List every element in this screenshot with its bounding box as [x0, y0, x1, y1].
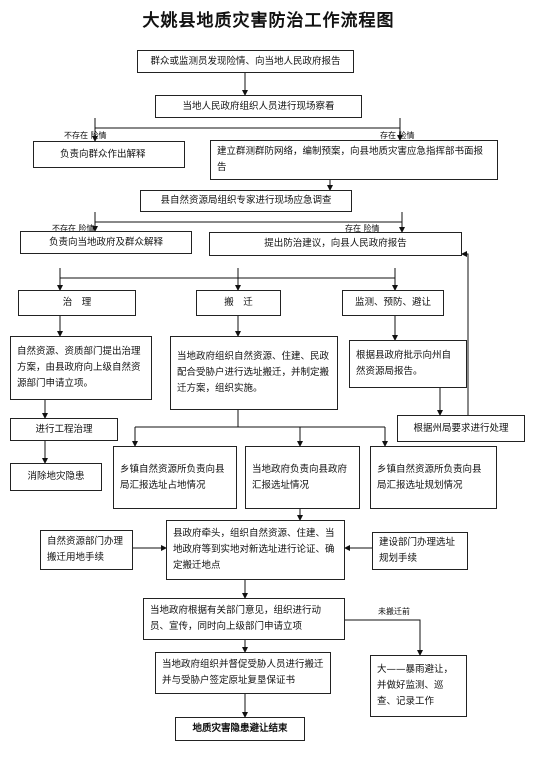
relocate-desc-text: 当地政府组织自然资源、住建、民政配合受胁户进行选址搬迁，并制定搬迁方案，组织实施…: [177, 351, 330, 394]
relocate-node: 搬 迁: [196, 290, 281, 316]
explain-local-text: 负责向当地政府及群众解释: [48, 236, 163, 248]
explain-public-text: 负责向群众作出解释: [60, 148, 146, 160]
expert-survey-node: 县自然资源局组织专家进行现场应急调查: [140, 190, 352, 212]
edge-label-none-2: 不存在 险情: [52, 224, 95, 233]
rainstorm-text: 大——暴雨避让，并做好监测、巡查、记录工作: [377, 664, 454, 707]
explain-public-node: 负责向群众作出解释: [33, 141, 185, 168]
eliminate-node: 消除地灾隐患: [10, 463, 102, 491]
expert-survey-text: 县自然资源局组织专家进行现场应急调查: [160, 195, 332, 206]
end-node: 地质灾害隐患避让结束: [175, 717, 305, 741]
build-proc-text: 建设部门办理选址规划手续: [379, 537, 456, 564]
monitor-text: 监测、预防、避让: [354, 297, 431, 308]
monitor-node: 监测、预防、避让: [342, 290, 444, 316]
govern-desc-text: 自然资源、资质部门提出治理方案，由县政府向上级自然资源部门申请立项。: [17, 346, 141, 389]
town-report-node: 乡镇自然资源所负责向县局汇报选址占地情况: [113, 446, 237, 509]
establish-network-text: 建立群测群防网络，编制预案，向县地质灾害应急指挥部书面报告: [217, 146, 484, 173]
land-proc-text: 自然资源部门办理搬迁用地手续: [47, 536, 124, 563]
county-lead-text: 县政府牵头，组织自然资源、住建、当地政府等到实地对新选址进行论证、确定搬迁地点: [173, 528, 335, 571]
prefecture-node: 根据州局要求进行处理: [397, 415, 525, 442]
prefecture-text: 根据州局要求进行处理: [413, 422, 509, 434]
land-proc-node: 自然资源部门办理搬迁用地手续: [40, 530, 133, 570]
town-report-text: 乡镇自然资源所负责向县局汇报选址占地情况: [120, 463, 225, 491]
supervise-node: 当地政府组织并督促受胁人员进行搬迁并与受胁户签定原址复垦保证书: [155, 652, 331, 694]
monitor-desc-text: 根据县政府批示向州自然资源局报告。: [356, 350, 452, 377]
gov-report-node: 当地政府负责向县政府汇报选址情况: [245, 446, 360, 509]
eliminate-text: 消除地灾隐患: [27, 471, 85, 482]
town-plan-node: 乡镇自然资源所负责向县局汇报选址规划情况: [370, 446, 497, 509]
engineering-text: 进行工程治理: [35, 423, 93, 435]
gov-survey-text: 当地人民政府组织人员进行现场察看: [182, 100, 335, 112]
edge-label-not-relocated: 未搬迁前: [378, 607, 410, 616]
propose-text: 提出防治建议，向县人民政府报告: [264, 238, 407, 249]
govern-text: 治 理: [62, 297, 92, 308]
rainstorm-node: 大——暴雨避让，并做好监测、巡查、记录工作: [370, 655, 467, 717]
edge-label-none-1: 不存在 险情: [64, 131, 107, 140]
mobilize-node: 当地政府根据有关部门意见，组织进行动员、宣传，同时向上级部门申请立项: [143, 598, 345, 640]
gov-report-text: 当地政府负责向县政府汇报选址情况: [252, 463, 348, 491]
gov-survey-node: 当地人民政府组织人员进行现场察看: [155, 95, 362, 118]
relocate-text: 搬 迁: [224, 297, 253, 308]
engineering-node: 进行工程治理: [10, 418, 118, 441]
edge-label-exist-2: 存在 险情: [345, 224, 380, 233]
explain-local-node: 负责向当地政府及群众解释: [20, 231, 192, 254]
build-proc-node: 建设部门办理选址规划手续: [372, 532, 468, 570]
report-node: 群众或监测员发现险情、向当地人民政府报告: [137, 50, 354, 73]
monitor-desc-node: 根据县政府批示向州自然资源局报告。: [349, 340, 467, 388]
report-text: 群众或监测员发现险情、向当地人民政府报告: [150, 55, 341, 67]
page-title: 大姚县地质灾害防治工作流程图: [142, 11, 395, 31]
supervise-text: 当地政府组织并督促受胁人员进行搬迁并与受胁户签定原址复垦保证书: [162, 659, 324, 686]
govern-node: 治 理: [18, 290, 136, 316]
establish-network-node: 建立群测群防网络，编制预案，向县地质灾害应急指挥部书面报告: [210, 140, 498, 180]
govern-desc-node: 自然资源、资质部门提出治理方案，由县政府向上级自然资源部门申请立项。: [10, 336, 152, 400]
propose-node: 提出防治建议，向县人民政府报告: [209, 232, 462, 256]
county-lead-node: 县政府牵头，组织自然资源、住建、当地政府等到实地对新选址进行论证、确定搬迁地点: [166, 520, 345, 580]
town-plan-text: 乡镇自然资源所负责向县局汇报选址规划情况: [377, 463, 482, 491]
edge-label-exist-1: 存在 险情: [380, 131, 415, 140]
end-text: 地质灾害隐患避让结束: [192, 723, 288, 734]
relocate-desc-node: 当地政府组织自然资源、住建、民政配合受胁户进行选址搬迁，并制定搬迁方案，组织实施…: [170, 336, 338, 410]
mobilize-text: 当地政府根据有关部门意见，组织进行动员、宣传，同时向上级部门申请立项: [150, 605, 322, 632]
